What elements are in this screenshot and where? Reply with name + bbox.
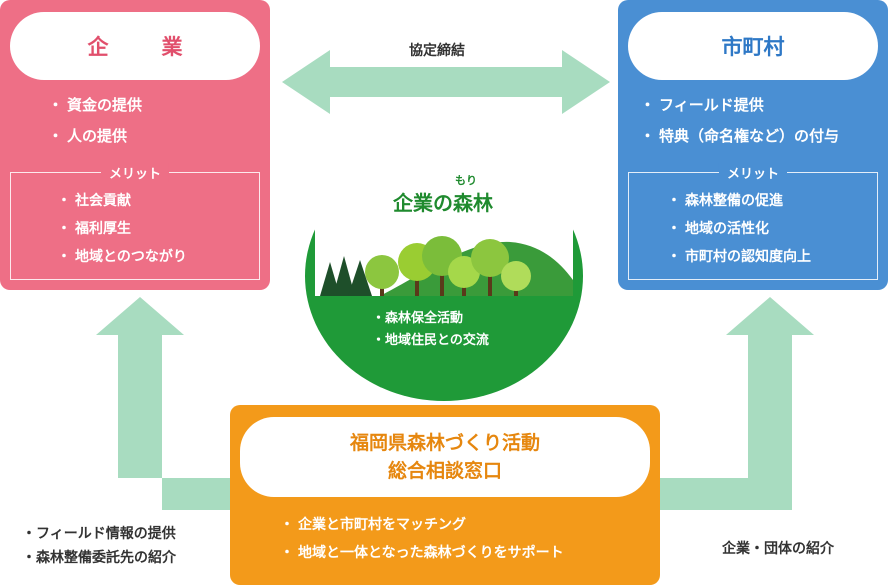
company-title: 企 業 [10,12,260,80]
municipality-box: 市町村 フィールド提供 特典（命名権など）の付与 メリット 森林整備の促進 地域… [618,0,888,290]
round-trees [365,236,531,296]
right-arrow-caption: 企業・団体の紹介 [722,541,834,557]
municipality-merit-list: 森林整備の促進 地域の活性化 市町村の認知度向上 [667,187,811,271]
consultation-service-list: 企業と市町村をマッチング 地域と一体となった森林づくりをサポート [280,511,564,567]
forest-title: 企業の森林 [393,191,493,215]
list-item: フィールド提供 [640,90,839,121]
consultation-title: 福岡県森林づくり活動 総合相談窓口 [240,417,650,497]
list-item: 資金の提供 [48,90,142,121]
list-item: 地域住民との交流 [372,330,489,352]
list-item: 森林整備委託先の紹介 [22,546,176,570]
list-item: 福利厚生 [57,215,187,243]
company-merit-list: 社会貢献 福利厚生 地域とのつながり [57,187,187,271]
consultation-box: 福岡県森林づくり活動 総合相談窓口 企業と市町村をマッチング 地域と一体となった… [230,405,660,585]
right-up-arrow [660,297,814,510]
consultation-title-line1: 福岡県森林づくり活動 [349,432,540,454]
list-item: 地域の活性化 [667,215,811,243]
forest-ruby: もり [455,174,477,187]
left-up-arrow [96,297,230,510]
list-item: 森林保全活動 [372,308,489,330]
conifer-trees [320,256,372,296]
consultation-title-line2: 総合相談窓口 [387,460,502,482]
list-item: 社会貢献 [57,187,187,215]
list-item: 地域と一体となった森林づくりをサポート [280,539,564,567]
agreement-arrow [282,50,610,114]
list-item: 企業と市町村をマッチング [280,511,564,539]
list-item: 特典（命名権など）の付与 [640,121,839,152]
agreement-label: 協定締結 [409,43,465,59]
municipality-merit-label: メリット [718,163,788,182]
company-merit-box: メリット 社会貢献 福利厚生 地域とのつながり [10,163,260,280]
left-arrow-caption: フィールド情報の提供 森林整備委託先の紹介 [22,522,176,570]
forest-activity-list: 森林保全活動 地域住民との交流 [372,308,489,352]
municipality-title: 市町村 [628,12,878,80]
list-item: 森林整備の促進 [667,187,811,215]
company-box: 企 業 資金の提供 人の提供 メリット 社会貢献 福利厚生 地域とのつながり [0,0,270,290]
list-item: 人の提供 [48,121,142,152]
list-item: 市町村の認知度向上 [667,243,811,271]
list-item: フィールド情報の提供 [22,522,176,546]
company-merit-label: メリット [100,163,170,182]
municipality-contribution-list: フィールド提供 特典（命名権など）の付与 [640,90,839,152]
municipality-merit-box: メリット 森林整備の促進 地域の活性化 市町村の認知度向上 [628,163,878,280]
list-item: 地域とのつながり [57,243,187,271]
company-contribution-list: 資金の提供 人の提供 [48,90,142,152]
